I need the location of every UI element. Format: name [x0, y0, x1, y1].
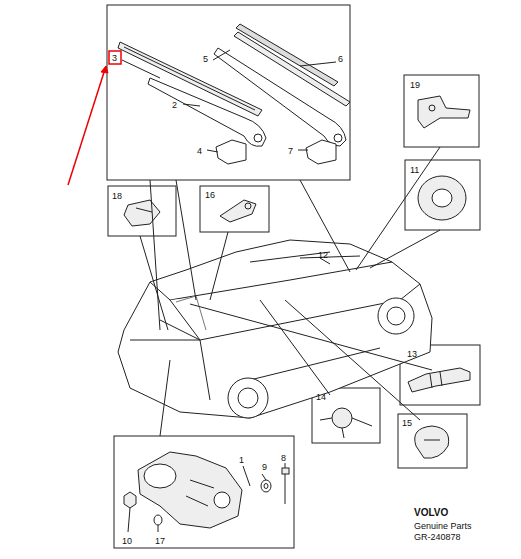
inset-frame [398, 414, 467, 468]
callout-number: 3 [112, 53, 117, 63]
callout-number: 16 [205, 190, 215, 200]
callout-number: 7 [288, 146, 293, 156]
highlight-box [109, 51, 121, 64]
leader-line [128, 463, 285, 532]
callout-number: 17 [155, 536, 165, 546]
inset-frame [405, 160, 480, 230]
brand-text: Genuine Parts [414, 521, 472, 531]
callout-number: 8 [281, 453, 286, 463]
clip [124, 200, 160, 226]
nut [124, 492, 136, 508]
inset-frame [404, 75, 479, 147]
highlight-arrow [68, 66, 106, 185]
t-connector [320, 408, 372, 438]
wiper-cover [306, 140, 336, 164]
brand-text: VOLVO [414, 508, 448, 518]
leader-line [122, 50, 336, 152]
callout-number: 12 [318, 250, 328, 260]
highlight-arrowhead [101, 66, 108, 73]
inset-frame [200, 186, 269, 232]
inset-frame [108, 186, 176, 236]
inset-frame [312, 388, 380, 443]
grommet [418, 176, 466, 220]
callout-number: 10 [122, 536, 132, 546]
brand-text: GR-240878 [414, 532, 461, 542]
callout-number: 13 [407, 349, 417, 359]
inset-frame [107, 5, 350, 180]
leader-line [140, 147, 440, 436]
callout-number: 1 [239, 455, 244, 465]
washer [261, 480, 271, 492]
callout-number: 5 [203, 54, 208, 64]
wiper-blade-insert [236, 24, 338, 86]
callout-number: 14 [316, 392, 326, 402]
hose-clamp [415, 426, 449, 458]
callout-number: 9 [262, 462, 267, 472]
wiper-cover [216, 140, 246, 164]
wiper-motor [138, 452, 242, 528]
callout-number: 15 [402, 418, 412, 428]
callout-number: 6 [338, 54, 343, 64]
inset-frame [114, 436, 294, 548]
nozzle [220, 200, 256, 222]
callout-number: 19 [410, 80, 420, 90]
connector [408, 368, 470, 392]
car-body [118, 240, 432, 418]
bolt [282, 468, 289, 504]
wiper-arm [148, 78, 266, 146]
callout-number: 18 [112, 191, 122, 201]
hose-connector [418, 96, 470, 128]
callout-number: 2 [172, 100, 177, 110]
inset-frame [400, 345, 480, 405]
washer [154, 515, 162, 525]
callout-number: 4 [197, 146, 202, 156]
callout-number: 11 [410, 165, 419, 175]
